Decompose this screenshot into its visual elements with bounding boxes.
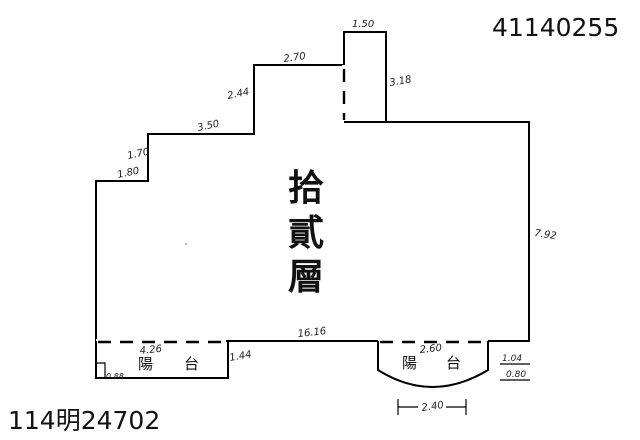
dim-top-box: 1.50 [352,19,374,30]
balcony-left-notch [96,362,106,378]
floor-title-char-1: 拾 [288,167,324,209]
floor-title-char-3: 層 [288,256,324,298]
dim-balcony-left-width: 4.26 [139,344,162,357]
dim-balcony-left-small: 0.88 [106,372,124,381]
balcony-right-char-2: 台 [446,354,461,372]
dim-left-step-4: 1.80 [116,166,140,181]
dim-right-side: 7.92 [534,228,558,242]
balcony-right-char-1: 陽 [402,354,417,372]
balcony-left-char-1: 陽 [138,355,153,373]
balcony-right-outline [377,341,489,388]
dim-right-small-2: 0.80 [506,370,526,380]
dim-left-step-3: 1.70 [126,147,150,162]
dim-top-upper: 2.70 [283,51,307,65]
dim-left-step-1: 2.44 [226,87,250,102]
dim-balcony-right-width: 2.60 [419,343,442,356]
dim-right-small-1: 1.04 [502,354,522,364]
top-code: 41140255 [492,13,619,42]
dim-bottom-main: 16.16 [297,326,327,340]
dim-left-step-2: 3.50 [196,119,220,134]
floor-title-char-2: 貳 [288,212,324,254]
stray-dot [185,243,187,245]
dim-balcony-left-side: 1.44 [229,349,253,364]
bottom-code: 114明24702 [8,406,160,435]
dim-bottom-span: 2.40 [421,400,445,414]
balcony-left-char-2: 台 [184,355,199,373]
dim-top-box-right: 3.18 [389,74,413,89]
balcony-left-outline [95,341,229,379]
span-label-bg [418,400,446,414]
